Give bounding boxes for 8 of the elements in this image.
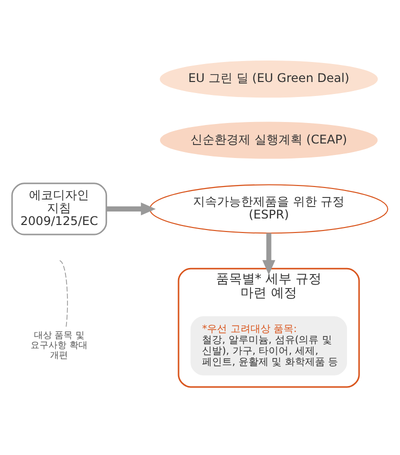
node-ellipse: 지속가능한제품을 위한 규정 (ESPR) bbox=[149, 184, 388, 234]
arrow bbox=[262, 232, 276, 274]
node-ellipse: EU 그린 딜 (EU Green Deal) bbox=[160, 60, 378, 98]
connector bbox=[59, 260, 68, 327]
node-ellipse: 신순환경제 실행계획 (CEAP) bbox=[160, 121, 378, 158]
arrow bbox=[106, 202, 156, 215]
node-box: 에코디자인 지침 2009/125/EC bbox=[11, 182, 108, 235]
node-text: 대상 품목 및 요구사항 확대 개편 bbox=[30, 330, 88, 361]
